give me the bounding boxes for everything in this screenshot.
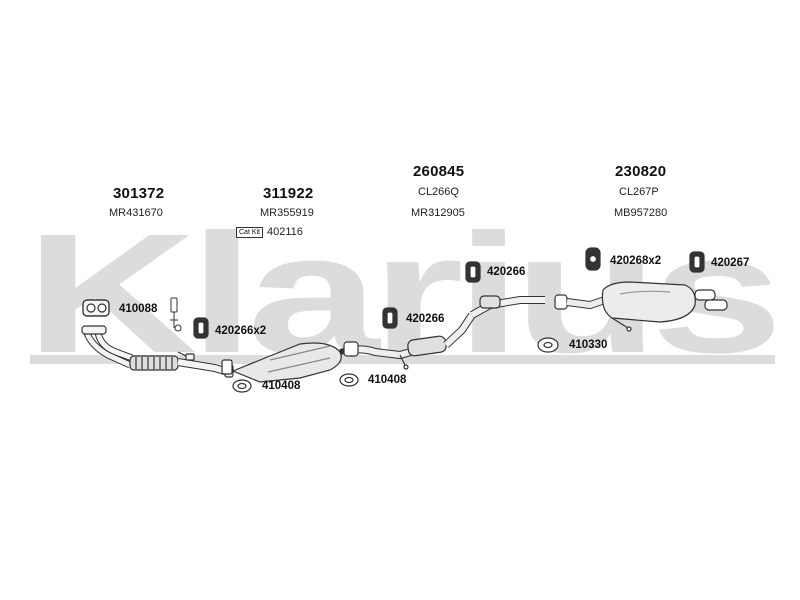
gasket-410330-icon	[537, 337, 559, 353]
group-2-ref: MR355919	[260, 207, 314, 219]
part-410088: 410088	[119, 303, 158, 315]
gasket-410088-icon	[82, 299, 110, 317]
rubber-mount-icon-1	[193, 317, 209, 339]
group-1-code: 301372	[113, 185, 165, 202]
group-4-code: 230820	[615, 163, 667, 180]
cat-kit-row: Cat Kit 402116	[236, 226, 303, 238]
cat-kit-part: 402116	[267, 226, 303, 238]
centre-pipe	[343, 295, 545, 370]
group-3-ref: MR312905	[411, 207, 465, 219]
rear-silencer	[554, 281, 728, 332]
rubber-mount-icon-5	[689, 251, 705, 273]
part-420266-a: 420266	[406, 313, 445, 325]
cat-kit-badge: Cat Kit	[236, 226, 264, 238]
group-3-code: 260845	[413, 163, 465, 180]
group-1-ref: MR431670	[109, 207, 163, 219]
part-410408-b: 410408	[368, 374, 407, 386]
rubber-mount-icon-4	[585, 247, 601, 271]
part-420266x2: 420266x2	[215, 325, 267, 337]
rubber-mount-icon-2	[382, 307, 398, 329]
part-420267: 420267	[711, 257, 750, 269]
group-2-code: 311922	[263, 185, 314, 202]
part-410330: 410330	[569, 339, 608, 351]
group-3-ref2: CL266Q	[418, 186, 459, 198]
rubber-mount-icon-3	[465, 261, 481, 283]
part-420268x2: 420268x2	[610, 255, 662, 267]
group-4-ref2: CL267P	[619, 186, 659, 198]
bolt-icon	[170, 297, 182, 332]
group-4-ref: MB957280	[614, 207, 668, 219]
part-420266-b: 420266	[487, 266, 526, 278]
gasket-410408-icon-2	[339, 373, 359, 387]
part-410408-a: 410408	[262, 380, 301, 392]
gasket-410408-icon-1	[232, 379, 252, 393]
